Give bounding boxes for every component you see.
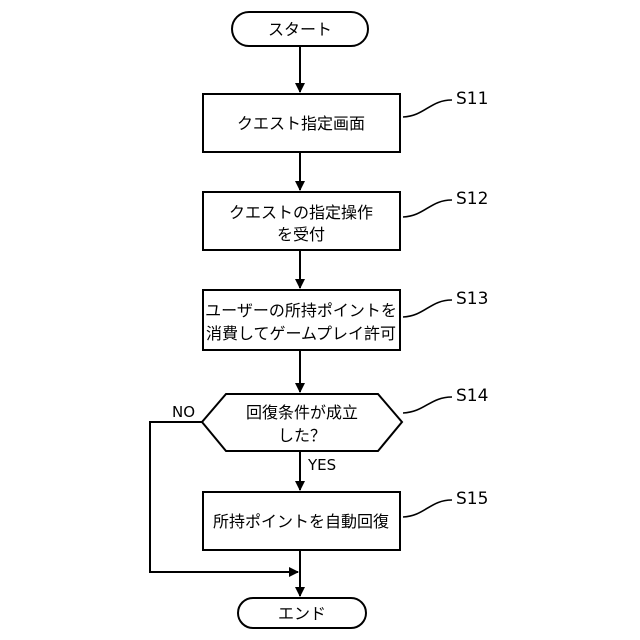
end-node: エンド xyxy=(238,598,366,628)
s11-step-label: S11 xyxy=(456,89,488,109)
s14-leader-line xyxy=(403,397,452,413)
s13-text-line-2: 消費してゲームプレイ許可 xyxy=(206,324,396,343)
end-label: エンド xyxy=(278,604,326,623)
s15-text-line-1: 所持ポイントを自動回復 xyxy=(213,512,389,531)
s14-text-line-2: した？ xyxy=(278,426,326,445)
s14-text-line-1: 回復条件が成立 xyxy=(246,403,358,422)
process-s12: クエストの指定操作 を受付 S12 xyxy=(203,189,488,250)
start-node: スタート xyxy=(232,12,368,46)
s13-text-line-1: ユーザーの所持ポイントを xyxy=(205,301,397,320)
process-s13: ユーザーの所持ポイントを 消費してゲームプレイ許可 S13 xyxy=(203,289,488,350)
decision-s14: 回復条件が成立 した？ S14 xyxy=(202,386,488,451)
yes-label: YES xyxy=(307,456,336,474)
s13-step-label: S13 xyxy=(456,289,488,309)
s11-leader-line xyxy=(403,100,452,117)
s13-leader-line xyxy=(403,300,452,317)
process-s11: クエスト指定画面 S11 xyxy=(203,89,488,152)
process-s15: 所持ポイントを自動回復 S15 xyxy=(203,489,488,550)
s14-step-label: S14 xyxy=(456,386,488,406)
s12-leader-line xyxy=(403,200,452,217)
s15-leader-line xyxy=(403,500,452,517)
s12-step-label: S12 xyxy=(456,189,488,209)
s12-text-line-1: クエストの指定操作 xyxy=(229,203,373,222)
s12-text-line-2: を受付 xyxy=(277,225,325,244)
no-label: NO xyxy=(172,403,195,421)
s15-step-label: S15 xyxy=(456,489,488,509)
s11-text-line-1: クエスト指定画面 xyxy=(237,114,365,133)
yes-branch: YES xyxy=(300,451,336,490)
start-label: スタート xyxy=(268,20,332,39)
